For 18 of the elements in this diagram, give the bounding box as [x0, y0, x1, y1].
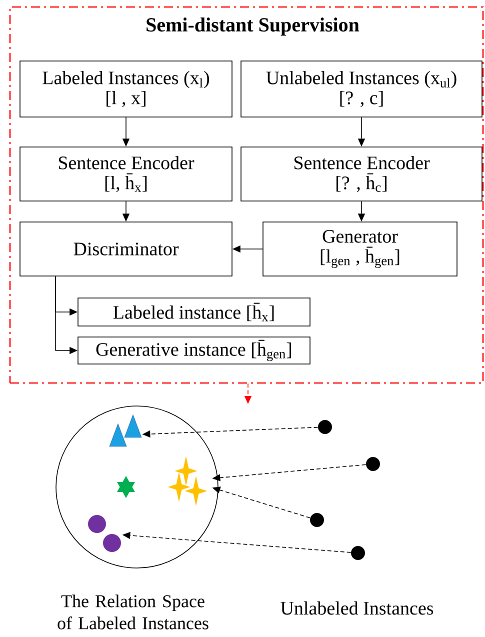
- process-box: Labeled Instances (x$_{l}$) [l , x]: [20, 60, 232, 118]
- process-box: Discriminator: [20, 222, 232, 276]
- sparkle-group: [168, 456, 208, 506]
- process-box: Sentence Encoder [l, h̄$_{x}$]: [20, 146, 232, 202]
- relation-space-circle: [56, 406, 218, 568]
- circle-label: The Relation Space of Labeled Instances: [58, 594, 208, 630]
- dot: [351, 546, 365, 560]
- process-box: Generative instance [h̄$_{gen}$]: [78, 336, 310, 364]
- dot-pair: [88, 515, 121, 552]
- group-label: Unlabeled Instances: [280, 601, 434, 615]
- dot: [318, 420, 332, 434]
- dot: [310, 513, 324, 527]
- dot: [366, 457, 380, 471]
- triangle-pair: [109, 414, 142, 447]
- process-box: Generator [l$_{gen}$ , h̄$_{gen}$]: [262, 222, 458, 276]
- process-box: Labeled instance [h̄$_{x}$]: [78, 298, 310, 326]
- process-box: Sentence Encoder [? , h̄$_{c}$]: [240, 146, 482, 202]
- process-box: Unlabeled Instances (x$_{ul}$) [? , c]: [240, 60, 482, 118]
